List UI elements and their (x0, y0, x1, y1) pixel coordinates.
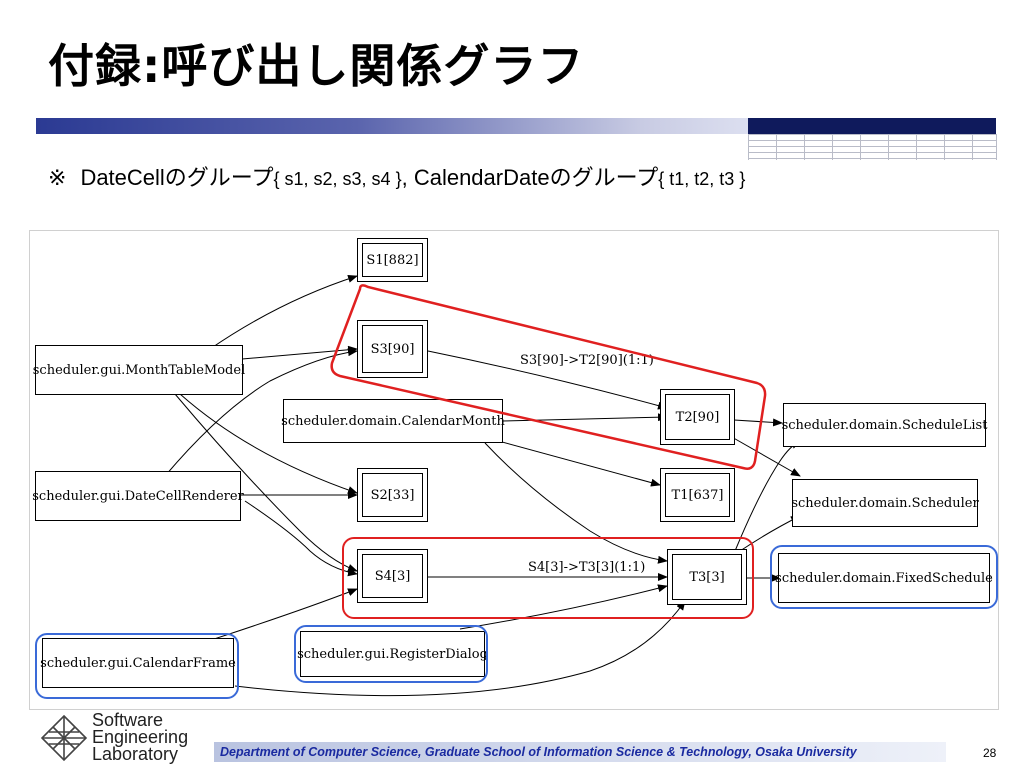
edge-label-s3-t2: S3[90]->T2[90](1:1) (520, 353, 654, 368)
node-s1: S1[882] (357, 238, 428, 282)
logo-line-engineering: Engineering (92, 727, 189, 747)
node-date-cell-renderer: scheduler.gui.DateCellRenderer (32, 471, 244, 521)
node-s4: S4[3] (357, 549, 428, 603)
logo-line-software: Software (92, 710, 164, 730)
edge-cm-t1 (479, 435, 661, 487)
node-fixed-schedule: scheduler.domain.FixedSchedule (775, 553, 993, 603)
call-graph-panel: S1[882] S3[90] S2[33] S4[3] T2[90] T1[63… (29, 230, 999, 710)
node-month-table-model: scheduler.gui.MonthTableModel (33, 345, 245, 395)
highlight-blue-register-dialog (294, 625, 488, 683)
highlight-blue-calendar-frame (35, 633, 239, 699)
node-schedule-list: scheduler.domain.ScheduleList (782, 403, 987, 447)
title-bar-dark-block (748, 118, 996, 134)
footer-department-bar: Department of Computer Science, Graduate… (214, 742, 946, 762)
edge-cf-t3 (234, 600, 686, 697)
page-number: 28 (983, 746, 997, 760)
edge-mtm-s2 (179, 393, 358, 494)
logo-line-laboratory: Laboratory (92, 744, 179, 764)
node-t1: T1[637] (660, 468, 735, 522)
subtitle-part1: DateCellのグループ (80, 165, 274, 190)
sel-logo-icon (40, 714, 88, 762)
edge-rd-t3 (459, 584, 668, 630)
edge-label-s4-t3: S4[3]->T3[3](1:1) (528, 560, 646, 575)
edge-dcr-s4 (244, 500, 358, 577)
node-t2: T2[90] (660, 389, 735, 445)
subtitle-set1: { s1, s2, s3, s4 } (273, 169, 402, 189)
node-register-dialog: scheduler.gui.RegisterDialog (297, 631, 488, 677)
title-grid-decoration (748, 134, 997, 160)
lab-logo-text: Software Engineering Laboratory (92, 710, 189, 764)
title-underline-bar (36, 118, 748, 134)
edge-t2-sl (733, 418, 783, 427)
subtitle-part2: CalendarDateのグループ (413, 165, 659, 190)
node-t3: T3[3] (667, 549, 747, 605)
node-s3: S3[90] (357, 320, 428, 378)
subtitle-set2: { t1, t2, t3 } (658, 169, 746, 189)
node-s2: S2[33] (357, 468, 428, 522)
edge-mtm-s1 (209, 274, 358, 350)
edge-cm-t2 (501, 413, 668, 422)
highlight-red-s4-t3 (342, 537, 754, 619)
page-title: 付録:呼び出し関係グラフ (48, 39, 585, 93)
reference-mark: ※ (48, 165, 67, 190)
subtitle: ※ DateCellのグループ{ s1, s2, s3, s4 }, Calend… (48, 160, 745, 192)
subtitle-separator: , (401, 165, 408, 190)
highlight-blue-fixed-schedule (770, 545, 998, 609)
edge-mtm-s4 (174, 393, 358, 572)
node-scheduler: scheduler.domain.Scheduler (791, 479, 979, 527)
node-calendar-frame: scheduler.gui.CalendarFrame (40, 638, 236, 688)
node-calendar-month: scheduler.domain.CalendarMonth (281, 399, 505, 443)
